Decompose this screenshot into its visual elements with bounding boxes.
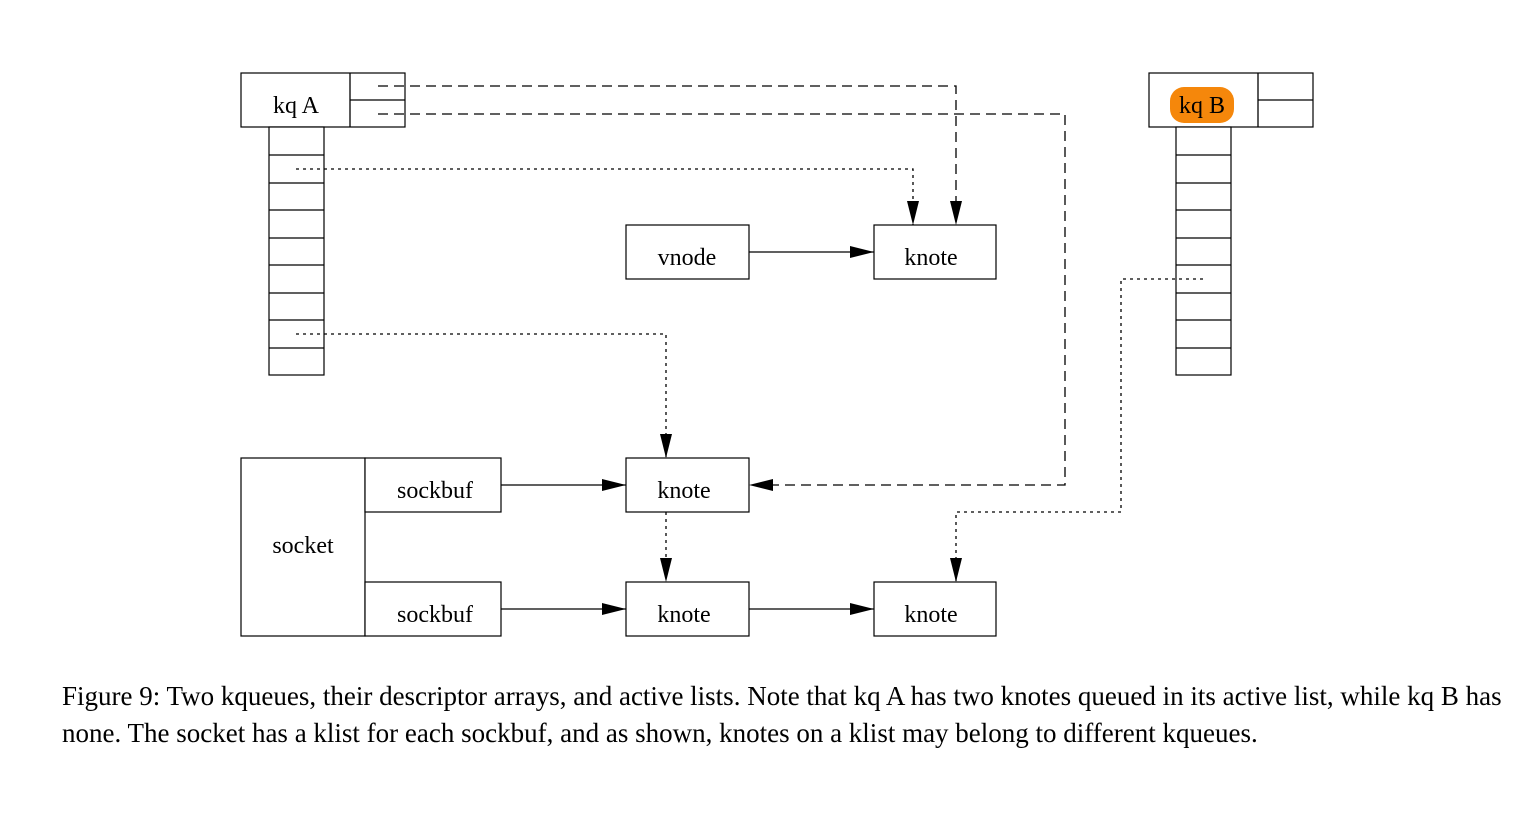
sockbuf-top-box: sockbuf xyxy=(364,457,502,513)
knote-vnode-box: knote xyxy=(873,224,997,280)
kq-b-descriptor-array xyxy=(1175,126,1232,376)
kq-a-descriptor-array xyxy=(268,126,325,376)
knote-kq-b-label: knote xyxy=(904,602,957,628)
knote-sockbuf-top-label: knote xyxy=(657,478,710,504)
arrow-kq-a-active-to-vnode-knote xyxy=(378,85,962,225)
socket-label: socket xyxy=(272,533,334,559)
knote-sockbuf-bottom-box: knote xyxy=(625,581,750,637)
knote-sockbuf-bottom-label: knote xyxy=(657,602,710,628)
sockbuf-top-label: sockbuf xyxy=(397,478,473,504)
socket-box: socket xyxy=(240,457,366,637)
vnode-label: vnode xyxy=(658,245,717,271)
arrow-kq-a-fd-to-socket-knote xyxy=(296,333,672,458)
arrow-kq-a-active-to-socket-knote xyxy=(378,113,1066,491)
arrow-kq-a-fd-to-vnode-knote xyxy=(296,168,919,225)
arrow-kq-b-fd-to-knote xyxy=(950,278,1203,582)
kq-b-header: kq B xyxy=(1148,72,1314,128)
knote-sockbuf-top-box: knote xyxy=(625,457,750,513)
vnode-box: vnode xyxy=(625,224,750,280)
kq-b-highlight xyxy=(1170,87,1234,123)
knote-kq-b-box: knote xyxy=(873,581,997,637)
kq-a-label: kq A xyxy=(273,93,320,119)
sockbuf-bottom-label: sockbuf xyxy=(397,602,473,628)
figure-caption: Figure 9: Two kqueues, their descriptor … xyxy=(62,681,1502,748)
kq-a-header: kq A xyxy=(240,72,406,128)
kq-b-label: kq B xyxy=(1179,93,1225,119)
sockbuf-bottom-box: sockbuf xyxy=(364,581,502,637)
knote-vnode-label: knote xyxy=(904,245,957,271)
